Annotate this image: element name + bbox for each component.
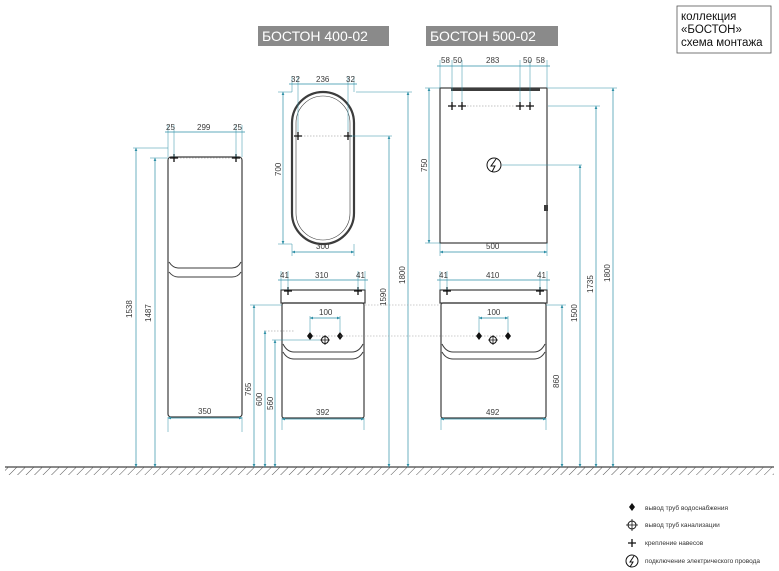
m500-s4: 58 — [536, 56, 545, 65]
legend-hinge-text: крепление навесов — [645, 540, 704, 547]
c500-h1735: 1735 — [586, 275, 595, 293]
hinge-mount-icon — [170, 154, 240, 162]
collection-line1: коллекция — [681, 11, 736, 23]
pc-top-left: 25 — [166, 123, 175, 132]
legend-sewer: вывод труб канализации — [626, 519, 720, 531]
c500-side-right: 41 — [537, 271, 546, 280]
m400-side-left: 32 — [291, 75, 300, 84]
electric-connection-icon — [625, 554, 639, 568]
c400-side-right: 41 — [356, 271, 365, 280]
c400-h560: 560 — [266, 396, 275, 410]
collection-box: коллекция «БОСТОН» схема монтажа — [676, 5, 772, 54]
c400-top-width: 310 — [315, 271, 329, 280]
cabinet-400 — [265, 287, 366, 419]
c500-h1500: 1500 — [570, 304, 579, 322]
c400-h765: 765 — [244, 382, 253, 396]
hinge-mount-icon — [443, 287, 544, 295]
legend-electric-text: подключение электрического провода — [645, 558, 760, 565]
c400-width: 392 — [316, 408, 330, 417]
mirror-500-top-dims: 58 50 283 50 58 — [437, 56, 550, 102]
c500-pipe-spacing: 100 — [487, 308, 501, 317]
pc-top-width: 299 — [197, 123, 211, 132]
mirror-500-width-dim: 500 — [439, 242, 548, 256]
title-500-text: БОСТОН 500-02 — [430, 28, 536, 44]
mirror-400-top-dims: 32 236 32 — [289, 75, 357, 132]
collection-line2: «БОСТОН» — [681, 24, 742, 36]
title-400-text: БОСТОН 400-02 — [262, 28, 368, 44]
pc-height-mount: 1487 — [144, 304, 153, 322]
m500-s3: 50 — [523, 56, 532, 65]
mirror-400-width-dim: 300 — [291, 242, 355, 256]
cabinet-500 — [439, 287, 548, 419]
sewer-pipe-icon — [320, 335, 330, 345]
legend-water-text: вывод труб водоснабжения — [645, 504, 728, 512]
title-500: БОСТОН 500-02 — [426, 26, 558, 46]
m400-height: 700 — [274, 162, 283, 176]
sewer-pipe-icon — [488, 335, 498, 345]
cabinet-500-top-dims: 41 410 41 — [437, 271, 550, 290]
electric-connection-icon — [486, 157, 502, 173]
set-400-tall-dims: 1590 1800 — [350, 91, 412, 468]
legend-hinge: крепление навесов — [628, 539, 704, 547]
legend-water: вывод труб водоснабжения — [629, 503, 728, 512]
legend: вывод труб водоснабжения вывод труб кана… — [625, 503, 760, 568]
hinge-mount-icon — [284, 287, 362, 295]
c400-h1590: 1590 — [379, 288, 388, 306]
hinge-mount-icon — [294, 132, 352, 140]
pencil-case — [167, 154, 243, 418]
c500-h860: 860 — [552, 374, 561, 388]
m500-top-width: 283 — [486, 56, 500, 65]
hinge-mount-icon — [628, 539, 636, 547]
m400-side-right: 32 — [346, 75, 355, 84]
water-pipe-icon — [476, 332, 511, 340]
pencil-case-height-dims: 1538 1487 — [125, 147, 168, 468]
cabinet-400-width-dim: 392 — [281, 408, 365, 430]
mirror-500-height-dim: 750 — [420, 87, 440, 244]
c500-top-width: 410 — [486, 271, 500, 280]
set-500-tall-dims: 860 1500 1735 1800 — [546, 87, 617, 468]
m400-width: 300 — [316, 242, 330, 251]
c400-side-left: 41 — [280, 271, 289, 280]
hinge-mount-icon — [448, 102, 534, 110]
m400-top-width: 236 — [316, 75, 330, 84]
m500-width: 500 — [486, 242, 500, 251]
pencil-case-top-dims: 25 299 25 — [165, 123, 245, 157]
sewer-pipe-icon — [626, 519, 638, 531]
c500-h1800: 1800 — [603, 264, 612, 282]
mirror-400-height-dim: 700 — [274, 91, 292, 245]
mirror-500 — [439, 87, 582, 244]
collection-line3: схема монтажа — [681, 37, 763, 49]
floor — [5, 466, 774, 475]
water-pipe-icon — [629, 503, 635, 511]
pc-height-total: 1538 — [125, 300, 134, 318]
title-400: БОСТОН 400-02 — [258, 26, 389, 46]
legend-sewer-text: вывод труб канализации — [645, 521, 720, 529]
c400-pipe-spacing: 100 — [319, 308, 333, 317]
m500-s2: 50 — [453, 56, 462, 65]
cabinet-400-pipe-dim: 100 — [309, 308, 341, 332]
c400-h1800: 1800 — [398, 266, 407, 284]
mirror-400 — [290, 90, 356, 246]
c400-h600: 600 — [255, 392, 264, 406]
cabinet-500-pipe-dim: 100 — [478, 308, 509, 332]
m500-height: 750 — [420, 158, 429, 172]
legend-electric: подключение электрического провода — [625, 554, 760, 568]
cabinet-400-top-dims: 41 310 41 — [278, 271, 368, 290]
cabinet-500-width-dim: 492 — [440, 408, 547, 430]
cabinet-400-height-dims: 765 600 560 — [244, 304, 320, 468]
c500-side-left: 41 — [439, 271, 448, 280]
pc-width: 350 — [198, 407, 212, 416]
pencil-case-width-dim: 350 — [167, 407, 243, 432]
pc-top-right: 25 — [233, 123, 242, 132]
m500-s1: 58 — [441, 56, 450, 65]
c500-width: 492 — [486, 408, 500, 417]
